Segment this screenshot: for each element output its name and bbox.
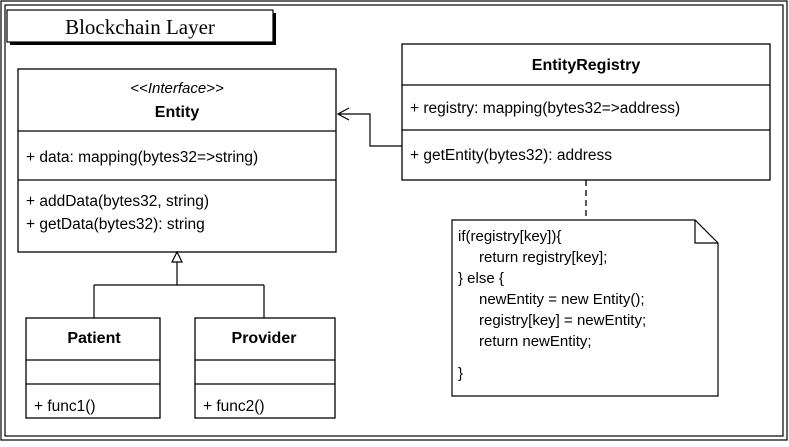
dependency-line xyxy=(338,113,402,147)
layer-label-box xyxy=(6,9,274,43)
entity-stereotype: <<Interface>> xyxy=(130,80,224,97)
note-line: } xyxy=(458,365,463,382)
entity-method-get: + getData(bytes32): string xyxy=(26,216,205,233)
note-line: registry[key] = newEntity; xyxy=(479,312,646,329)
entity-class[interactable]: <<Interface>> Entity + data: mapping(byt… xyxy=(17,68,337,253)
dependency-arrowhead xyxy=(336,107,350,121)
code-note: if(registry[key]){ return registry[key];… xyxy=(451,219,719,397)
registry-name: EntityRegistry xyxy=(532,57,641,74)
provider-class[interactable]: Provider + func2() xyxy=(194,317,336,419)
entity-class-box xyxy=(17,68,337,253)
entity-name: Entity xyxy=(155,104,200,121)
note-line: return registry[key]; xyxy=(479,249,607,266)
note-fold xyxy=(694,220,718,244)
note-line: } else { xyxy=(458,270,504,287)
note-line: newEntity = new Entity(); xyxy=(479,291,644,308)
inheritance-triangle xyxy=(171,250,183,263)
note-line: return newEntity; xyxy=(479,333,592,350)
dependency-arrow xyxy=(336,107,402,147)
patient-class[interactable]: Patient + func1() xyxy=(25,317,161,419)
provider-name: Provider xyxy=(232,330,297,347)
inheritance-connector xyxy=(93,250,265,318)
patient-class-box xyxy=(25,317,161,419)
patient-name: Patient xyxy=(67,330,121,347)
registry-class[interactable]: EntityRegistry + registry: mapping(bytes… xyxy=(401,43,771,181)
provider-class-box xyxy=(194,317,336,419)
layer-label: Blockchain Layer xyxy=(6,9,276,45)
patient-method: + func1() xyxy=(34,398,96,415)
note-box xyxy=(451,219,719,397)
registry-method: + getEntity(bytes32): address xyxy=(410,147,612,164)
provider-method: + func2() xyxy=(203,398,265,415)
inner-frame xyxy=(4,4,784,437)
registry-attribute: + registry: mapping(bytes32=>address) xyxy=(410,100,680,117)
entity-attribute: + data: mapping(bytes32=>string) xyxy=(26,149,258,166)
registry-class-box xyxy=(401,43,771,181)
note-line: if(registry[key]){ xyxy=(458,228,561,245)
entity-method-add: + addData(bytes32, string) xyxy=(26,193,209,210)
layer-title: Blockchain Layer xyxy=(65,15,215,39)
